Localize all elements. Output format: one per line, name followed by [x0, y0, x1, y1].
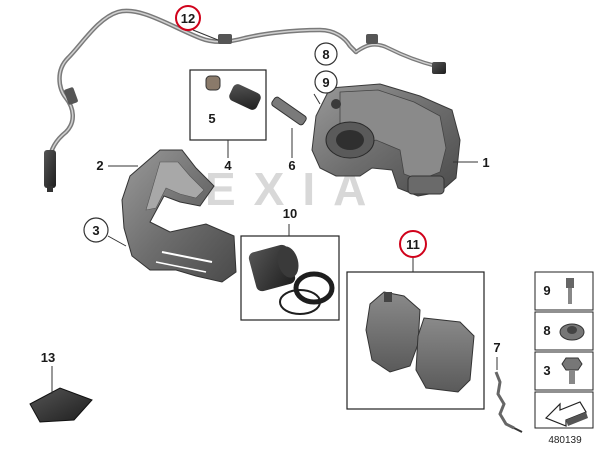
callout-8: 8	[314, 42, 338, 66]
svg-text:3: 3	[92, 223, 99, 238]
bleeder-screw-icon	[566, 278, 574, 304]
callout-11: 11	[399, 230, 427, 258]
callout-12: 12	[175, 5, 201, 31]
wear-sensor-cable	[44, 8, 446, 192]
legend-box-3	[534, 351, 594, 391]
svg-text:7: 7	[493, 340, 500, 355]
svg-text:12: 12	[181, 11, 195, 26]
callout-3: 3	[83, 217, 109, 243]
brake-pads	[365, 291, 475, 393]
svg-text:2: 2	[96, 158, 103, 173]
svg-text:9: 9	[322, 75, 329, 90]
svg-text:8: 8	[543, 323, 550, 338]
svg-text:5: 5	[208, 111, 215, 126]
callout-6: 6	[288, 158, 295, 173]
hex-bolt-icon	[561, 357, 583, 384]
guide-boot	[205, 75, 261, 110]
legend-column: 9 8 3 480139	[534, 271, 594, 446]
svg-text:9: 9	[543, 283, 550, 298]
callout-10: 10	[283, 206, 297, 221]
callout-5: 5	[208, 111, 215, 126]
svg-text:11: 11	[406, 237, 420, 252]
sensor-clip	[494, 371, 523, 433]
svg-text:4: 4	[224, 158, 232, 173]
caliper-carrier	[121, 149, 237, 283]
callout-4: 4	[224, 158, 232, 173]
legend-box-9	[534, 271, 594, 311]
direction-arrow-icon	[544, 401, 588, 427]
svg-text:8: 8	[322, 47, 329, 62]
callout-2: 2	[96, 158, 103, 173]
callout-7: 7	[493, 340, 500, 355]
svg-text:10: 10	[283, 206, 297, 221]
svg-text:1: 1	[482, 155, 489, 170]
dust-cap-icon	[559, 323, 585, 341]
image-number: 480139	[548, 435, 582, 446]
piston-seal-kit	[248, 244, 335, 315]
callout-1: 1	[482, 155, 489, 170]
svg-text:13: 13	[41, 350, 55, 365]
leader-lines	[51, 29, 498, 394]
callout-9: 9	[314, 70, 338, 94]
guide-pin	[271, 96, 307, 126]
grease-sachet	[29, 387, 93, 423]
svg-text:6: 6	[288, 158, 295, 173]
brake-caliper	[311, 83, 461, 197]
svg-text:3: 3	[543, 363, 550, 378]
callout-13: 13	[41, 350, 55, 365]
